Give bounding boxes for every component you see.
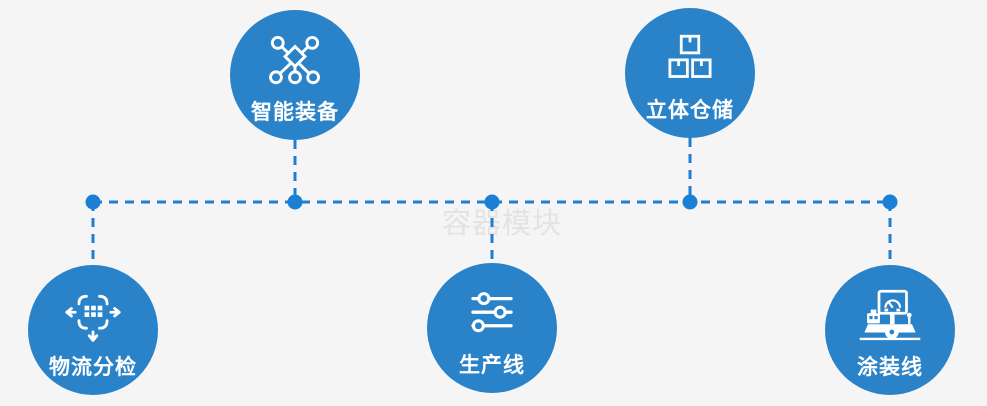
node-production-line[interactable]: 生产线 [427,263,557,393]
paint-machine-icon [857,286,923,346]
sort-distribute-icon [63,286,123,346]
node-warehouse[interactable]: 立体仓储 [625,8,755,138]
junction-dots [85,194,898,210]
node-logistics-sorting[interactable]: 物流分检 [28,265,158,395]
node-label: 生产线 [459,354,525,377]
node-smart-equipment[interactable]: 智能装备 [230,10,360,140]
node-label: 智能装备 [251,101,339,124]
node-label: 立体仓储 [646,99,734,122]
stacked-boxes-icon [662,29,718,89]
node-label: 涂装线 [857,356,923,379]
sliders-icon [463,284,521,344]
node-painting-line[interactable]: 涂装线 [825,265,955,395]
network-nodes-icon [266,31,324,91]
node-label: 物流分检 [49,356,137,379]
watermark-text: 容器模块 [442,208,563,240]
